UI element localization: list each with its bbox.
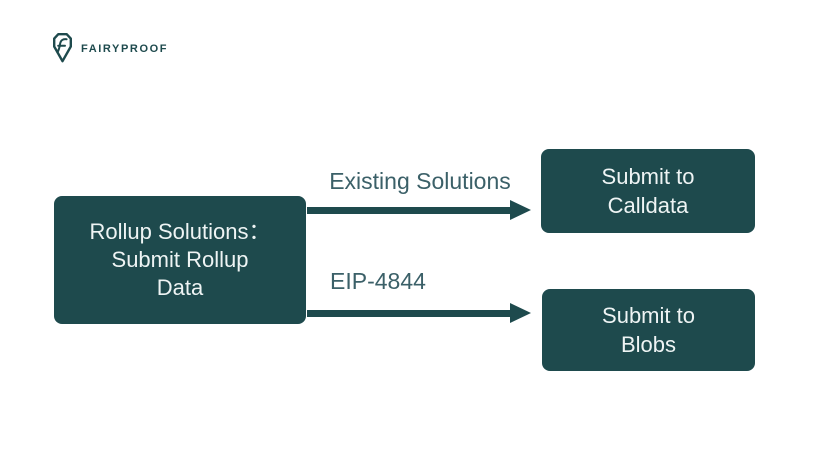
source-box-rollup-solutions: Rollup Solutions： Submit Rollup Data bbox=[54, 196, 306, 324]
arrow-head-icon bbox=[510, 200, 531, 220]
target-blobs-line-1: Submit to bbox=[602, 303, 695, 328]
fairyproof-logo: FAIRYPROOF bbox=[50, 32, 168, 64]
branch-label-existing-solutions: Existing Solutions bbox=[329, 168, 511, 194]
arrow-shaft bbox=[307, 207, 512, 214]
brand-name: FAIRYPROOF bbox=[81, 43, 169, 55]
target-box-blobs: Submit to Blobs bbox=[542, 289, 755, 371]
source-box-line-2: Submit Rollup bbox=[111, 247, 249, 272]
shield-f-icon bbox=[50, 32, 75, 64]
arrow-head-icon bbox=[510, 303, 531, 323]
source-box-line-1: Rollup Solutions： bbox=[89, 219, 271, 244]
branch-label-eip-4844: EIP-4844 bbox=[330, 268, 426, 294]
target-blobs-line-2: Blobs bbox=[620, 332, 677, 357]
target-calldata-line-1: Submit to bbox=[601, 164, 695, 189]
source-box-line-3: Data bbox=[156, 275, 204, 300]
target-box-calldata: Submit to Calldata bbox=[541, 149, 755, 233]
target-calldata-line-2: Calldata bbox=[607, 193, 689, 218]
arrow-shaft bbox=[307, 310, 512, 317]
